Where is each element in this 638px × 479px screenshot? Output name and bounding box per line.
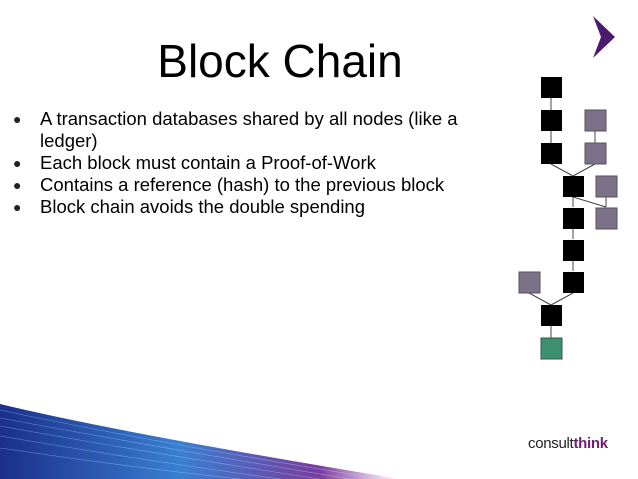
orphan-block	[584, 109, 607, 132]
chain-block	[541, 143, 562, 164]
orphan-block	[518, 271, 541, 294]
chain-block	[541, 110, 562, 131]
orphan-block	[595, 175, 618, 198]
bullet-item: ● Block chain avoids the double spending	[13, 196, 493, 218]
bullet-text: Each block must contain a Proof-of-Work	[40, 152, 376, 173]
bullet-dot-icon: ●	[13, 111, 22, 127]
orphan-block	[595, 207, 618, 230]
logo-part-1: consult	[528, 435, 574, 452]
chain-block	[563, 176, 584, 197]
diagram-blocks	[518, 77, 618, 360]
bullet-dot-icon: ●	[13, 155, 22, 171]
diagram-links	[528, 98, 607, 338]
bullet-item: ● Each block must contain a Proof-of-Work	[13, 152, 493, 174]
chain-block	[541, 77, 562, 98]
swoosh-decoration	[0, 404, 400, 479]
company-logo: consultthink	[528, 436, 628, 451]
chain-block	[563, 208, 584, 229]
bullet-item: ● Contains a reference (hash) to the prev…	[13, 174, 493, 196]
chain-block	[563, 272, 584, 293]
bullet-dot-icon: ●	[13, 199, 22, 215]
bullet-text: Contains a reference (hash) to the previ…	[40, 174, 445, 195]
chain-block	[563, 240, 584, 261]
bullet-list: ● A transaction databases shared by all n…	[13, 108, 493, 218]
bullet-text: Block chain avoids the double spending	[40, 196, 366, 217]
bullet-text: A transaction databases shared by all no…	[40, 108, 458, 151]
slide-title: Block Chain	[157, 35, 403, 87]
bullet-dot-icon: ●	[13, 177, 22, 193]
chevron-right-icon	[593, 16, 615, 58]
logo-part-2: think	[573, 435, 608, 452]
pending-block	[540, 337, 563, 360]
orphan-block	[584, 142, 607, 165]
bullet-item: ● A transaction databases shared by all n…	[13, 108, 493, 152]
chain-block	[541, 305, 562, 326]
